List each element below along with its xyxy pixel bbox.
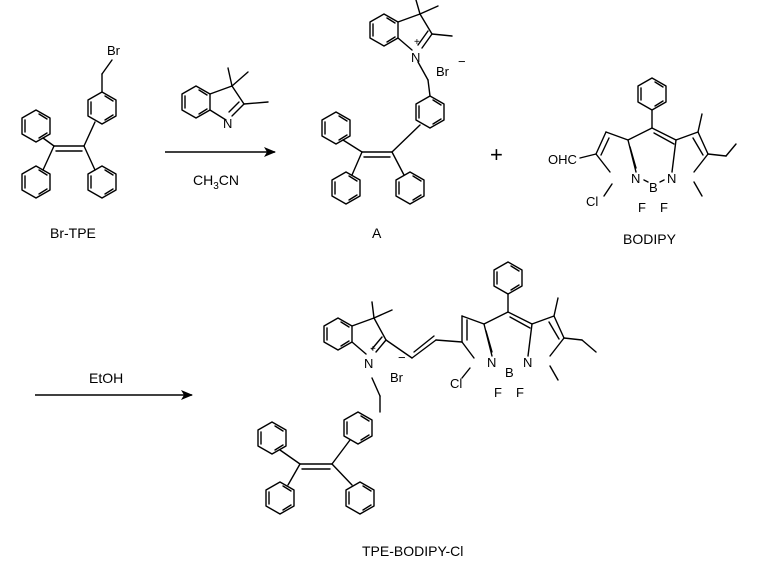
product-tpe-phenyl-bottom-left [265,481,295,515]
product-bromide-counterion: Br [390,370,404,385]
arrow-2-reagent: EtOH [89,370,123,386]
product-chlorine: Cl [450,376,462,391]
br-tpe-structure: Br Br-TPE [21,43,121,241]
product-fluorine-2: F [516,385,524,400]
br-tpe-caption: Br-TPE [50,225,96,241]
intermediate-a-caption: A [372,225,382,241]
plus-sign: + [490,142,503,167]
product-indolium-five-ring [351,301,463,413]
tpe-phenyl-benzyl [87,91,117,125]
product-tpe-alkene-core [279,439,353,486]
tpe-phenyl-top-left [21,109,51,143]
bodipy-meso-phenyl [637,77,667,129]
bodipy-fluorine-2: F [660,200,668,215]
a-indolium-nitrogen: N [411,50,420,65]
product-fluorine-1: F [494,385,502,400]
a-tpe-benzyl-ring [415,95,445,129]
product-tpe-phenyl-bottom-right [345,481,375,515]
bromine-label: Br [107,43,121,58]
bodipy-nitrogen-right: N [667,171,676,186]
bodipy-core-bonds [579,113,737,197]
product-indolium-benzene [323,317,353,351]
product-caption: TPE-BODIPY-Cl [362,543,463,559]
a-tpe-phenyl-bottom-right [395,171,425,205]
a-tpe-phenyl-bottom-left [331,171,361,205]
bodipy-nitrogen-left: N [631,171,640,186]
reaction-arrow-1: CH3CN [165,147,276,192]
tpe-alkene-core [42,59,113,171]
product-tpe-phenyl-top-left [257,421,287,455]
indolenine-reagent: N [181,67,269,131]
a-bromide-counterion: Br [436,64,450,79]
indolenine-benzene-ring [181,85,211,119]
bodipy-structure: OHC Cl N N B F F BODIPY [548,77,737,247]
product-meso-phenyl [493,261,523,313]
product-indolium-nitrogen: N [364,356,373,371]
bodipy-boron: B [649,180,658,195]
product-bromide-charge: − [398,350,406,365]
product-nitrogen-left: N [487,355,496,370]
product-nitrogen-right: N [523,355,532,370]
a-indolium-five-ring [397,0,453,97]
bodipy-caption: BODIPY [623,231,677,247]
product-structure: N + Br − [257,261,597,559]
intermediate-a-structure: N + Br − A [321,0,466,241]
a-positive-charge: + [414,37,420,48]
a-bromide-charge: − [458,54,466,69]
bodipy-fluorine-1: F [638,200,646,215]
tpe-phenyl-bottom-right [87,165,117,199]
product-bodipy-core [461,297,597,381]
product-positive-charge: + [370,344,376,355]
bodipy-aldehyde: OHC [548,152,577,167]
indolenine-five-ring [209,67,269,121]
arrow-1-reagent: CH3CN [193,172,239,192]
a-tpe-phenyl-top-left [321,111,351,145]
product-tpe-benzyl-ring [343,411,373,445]
reaction-arrow-2: EtOH [35,370,193,400]
a-tpe-alkene-core [342,124,421,176]
product-boron: B [505,365,514,380]
a-indolium-benzene [369,13,399,47]
indolenine-nitrogen: N [223,116,232,131]
tpe-phenyl-bottom-left [21,165,51,199]
bodipy-chlorine: Cl [586,194,598,209]
